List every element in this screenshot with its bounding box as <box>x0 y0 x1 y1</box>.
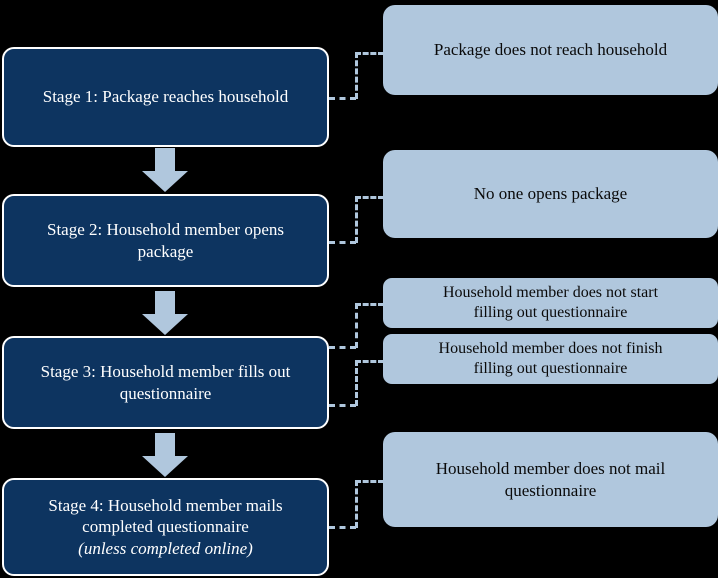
arrow-head-icon <box>142 456 188 477</box>
connector-stage4-stub <box>329 526 356 529</box>
failure-4-line1: Household member does not finish <box>438 339 663 357</box>
failure-1-line1: Package does not reach household <box>433 40 668 60</box>
connector-stage1-to-failure1 <box>355 52 384 55</box>
failure-5-line1: Household member does not mail <box>435 458 666 478</box>
failure-4-line2: filling out questionnaire <box>473 360 628 377</box>
stage-3-line1: Stage 3: Household member fills out <box>40 362 291 382</box>
arrow-shaft <box>155 148 175 172</box>
connector-stage3-to-failure3 <box>355 303 384 306</box>
connector-stage3-riser-upper <box>355 303 358 348</box>
arrow-stage1-to-stage2 <box>142 148 188 192</box>
arrow-head-icon <box>142 171 188 192</box>
stage-1-text: Stage 1: Package reaches household <box>18 86 313 107</box>
connector-stage4-to-failure5 <box>355 480 384 483</box>
arrow-stage2-to-stage3 <box>142 291 188 335</box>
connector-stage2-stub <box>329 241 356 244</box>
failure-5-line2: questionnaire <box>504 480 597 500</box>
failure-3-text: Household member does not start filling o… <box>443 283 658 324</box>
failure-box-3[interactable]: Household member does not start filling o… <box>383 278 718 328</box>
stage-box-1[interactable]: Stage 1: Package reaches household <box>2 47 329 147</box>
failure-2-line1: No one opens package <box>473 184 628 204</box>
stage-4-note: (unless completed online) <box>78 538 253 558</box>
stage-1-line1: Stage 1: Package reaches household <box>42 87 289 107</box>
failure-3-line2: filling out questionnaire <box>473 304 628 321</box>
failure-box-4[interactable]: Household member does not finish filling … <box>383 334 718 384</box>
connector-stage1-riser <box>355 52 358 99</box>
failure-1-text: Package does not reach household <box>434 39 667 61</box>
failure-box-2[interactable]: No one opens package <box>383 150 718 238</box>
stage-2-line1: Stage 2: Household member opens <box>46 220 284 240</box>
arrow-shaft <box>155 433 175 457</box>
arrow-stage3-to-stage4 <box>142 433 188 477</box>
failure-4-text: Household member does not finish filling … <box>439 339 663 380</box>
connector-stage3-stub-upper <box>329 346 356 349</box>
connector-stage2-to-failure2 <box>355 196 384 199</box>
failure-3-line1: Household member does not start <box>442 283 659 301</box>
stage-3-line2: questionnaire <box>119 383 212 403</box>
stage-4-line1: Stage 4: Household member mails <box>48 495 283 515</box>
stage-4-line2: completed questionnaire <box>82 517 249 537</box>
failure-2-text: No one opens package <box>474 183 627 205</box>
connector-stage3-to-failure4 <box>355 360 384 363</box>
failure-box-1[interactable]: Package does not reach household <box>383 5 718 95</box>
stage-2-line2: package <box>137 241 194 261</box>
arrow-shaft <box>155 291 175 315</box>
connector-stage1-stub <box>329 97 356 100</box>
connector-stage3-riser-lower <box>355 360 358 406</box>
connector-stage3-stub-lower <box>329 404 356 407</box>
arrow-head-icon <box>142 314 188 335</box>
connector-stage2-riser <box>355 196 358 243</box>
connector-stage4-riser <box>355 480 358 528</box>
